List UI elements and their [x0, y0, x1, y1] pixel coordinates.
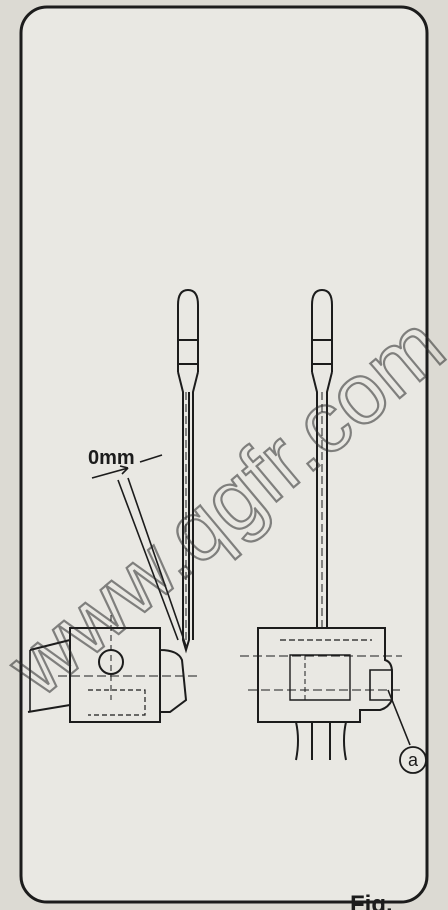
left-hook-assembly: [27, 615, 200, 723]
figure-caption: Fig.: [350, 891, 393, 910]
left-needle: [177, 288, 199, 654]
gap-label: 0mm: [88, 447, 135, 469]
callout-a: a: [387, 689, 427, 774]
right-hook-assembly: [240, 627, 402, 761]
svg-text:a: a: [408, 750, 419, 770]
gap-dimension: [91, 454, 187, 647]
right-needle: [311, 288, 333, 669]
